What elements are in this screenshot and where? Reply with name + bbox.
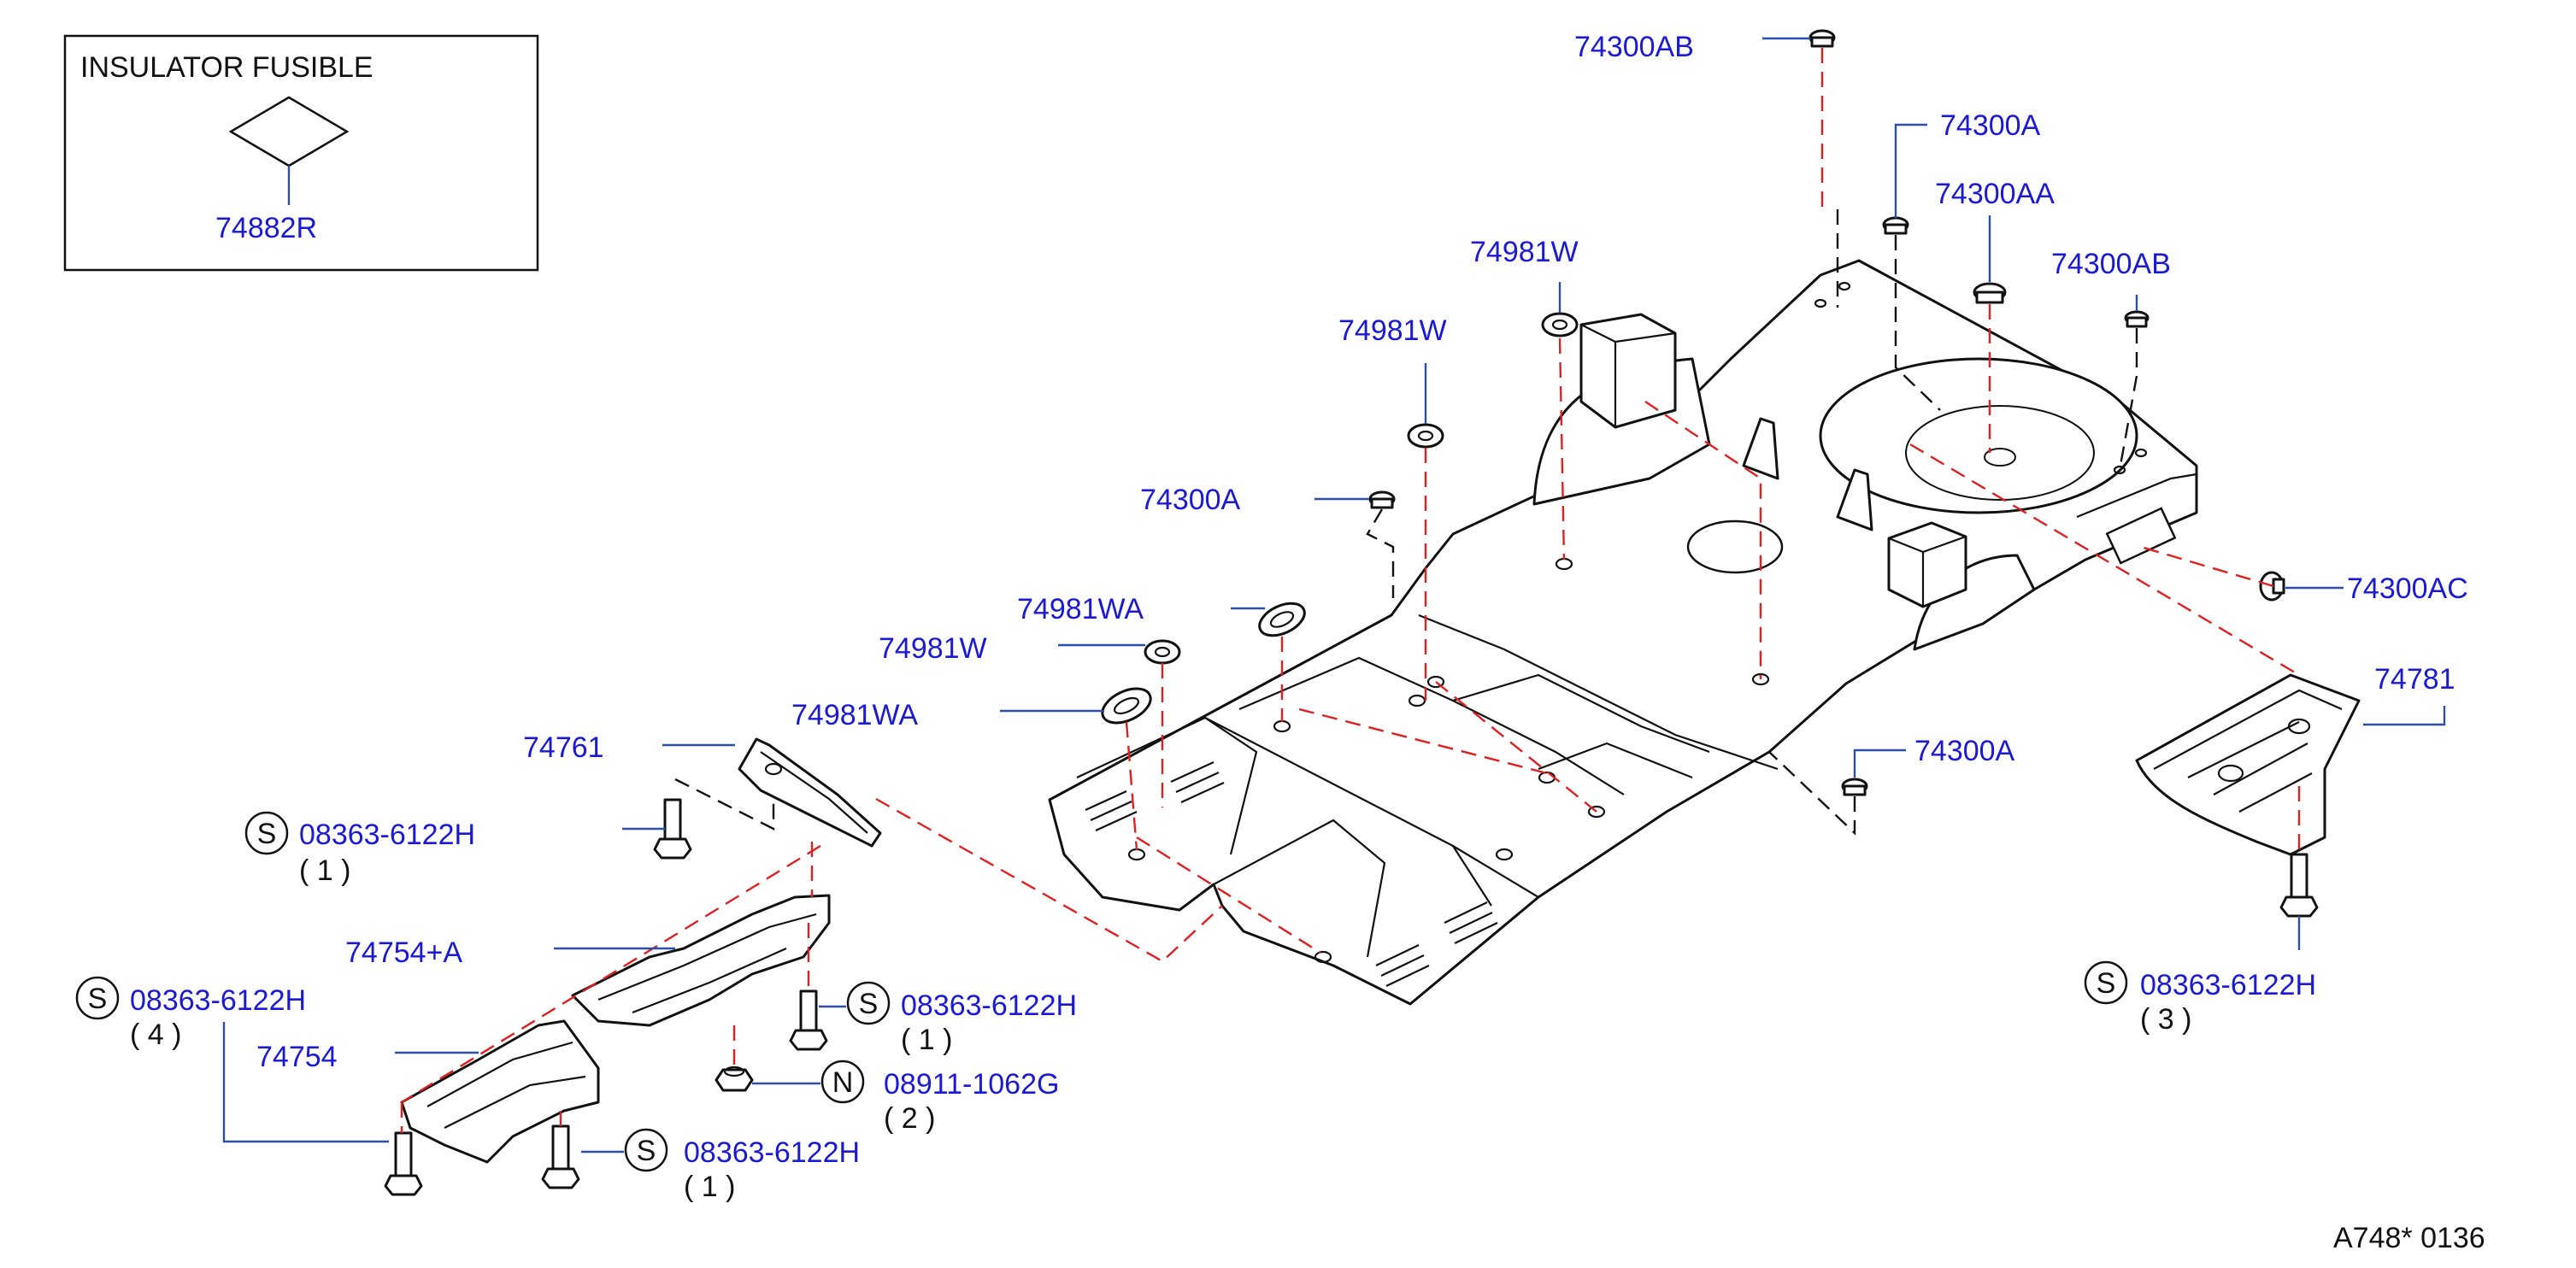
fastener-qty: ( 1 ) bbox=[901, 1024, 952, 1056]
wheel-house-left bbox=[1532, 313, 1711, 506]
fastener-prefix: S bbox=[637, 1135, 656, 1167]
insulator-fusible-inset: INSULATOR FUSIBLE 74882R bbox=[63, 34, 539, 272]
fastener-qty: ( 1 ) bbox=[684, 1171, 735, 1203]
fastener-prefix: S bbox=[859, 988, 879, 1020]
fastener-qty: ( 1 ) bbox=[299, 854, 350, 887]
inset-title: INSULATOR FUSIBLE bbox=[80, 51, 373, 84]
fastener-prefix: S bbox=[88, 983, 108, 1015]
wheel-house-right bbox=[1887, 521, 2036, 651]
plug-74300a-mid-icon bbox=[1368, 490, 1396, 509]
bolt-f3 bbox=[789, 989, 828, 1051]
alignment-lines-red bbox=[400, 48, 2301, 1133]
plug-74300ab-top-icon bbox=[1808, 29, 1836, 48]
diagram-code: A748* 0136 bbox=[2333, 1222, 2485, 1254]
fastener-qty: ( 2 ) bbox=[884, 1102, 935, 1135]
bolt-f1 bbox=[653, 798, 692, 860]
fastener-callout-f3: S 08363-6122H ( 1 ) bbox=[846, 981, 1077, 1056]
bolt-f6 bbox=[2279, 853, 2319, 918]
fastener-callout-f5: S 08363-6122H ( 1 ) bbox=[624, 1128, 860, 1203]
insulator-74754 bbox=[400, 1019, 600, 1164]
label-74981w-c: 74981W bbox=[879, 632, 987, 665]
floor-grille-right bbox=[1375, 901, 1498, 987]
label-74300a-top: 74300A bbox=[1940, 109, 2041, 142]
leader-lines bbox=[222, 37, 2446, 1154]
label-74300a-low: 74300A bbox=[1914, 735, 2015, 767]
part-labels: 74300AB 74300A 74300AA 74300AB 74981W 74… bbox=[256, 31, 2468, 1073]
label-74300ab-right: 74300AB bbox=[2051, 248, 2171, 280]
label-74981wa-a: 74981WA bbox=[1017, 593, 1144, 625]
label-74981w-b: 74981W bbox=[1338, 314, 1447, 347]
rear-floor-assembly bbox=[1048, 259, 2198, 1006]
floor-grille-left bbox=[1085, 761, 1225, 831]
plug-74300a-low-icon bbox=[1841, 778, 1868, 796]
fastener-prefix: S bbox=[257, 818, 277, 850]
alignment-lines-black bbox=[674, 209, 2138, 836]
insulator-74761 bbox=[738, 737, 882, 848]
fastener-prefix: S bbox=[2097, 967, 2116, 1000]
insulator-74781 bbox=[2135, 673, 2361, 856]
plug-74300ab-right-icon bbox=[2124, 310, 2150, 328]
fastener-part: 08363-6122H bbox=[130, 984, 306, 1017]
fastener-callout-f6: S 08363-6122H ( 3 ) bbox=[2084, 960, 2316, 1036]
plug-74300aa-icon bbox=[1973, 282, 2007, 304]
fastener-part: 08363-6122H bbox=[299, 819, 475, 851]
fastener-qty: ( 4 ) bbox=[130, 1019, 181, 1051]
fastener-callout-f2: S 08363-6122H ( 4 ) bbox=[75, 976, 306, 1051]
plug-74300a-top-icon bbox=[1882, 216, 1909, 235]
fastener-part: 08363-6122H bbox=[684, 1136, 860, 1169]
grommet-74981w-a-icon bbox=[1541, 312, 1579, 338]
grommet-74981wa-a-icon bbox=[1258, 602, 1306, 637]
nut-f4 bbox=[715, 1065, 754, 1092]
label-74300aa: 74300AA bbox=[1935, 178, 2055, 210]
grommet-74981w-b-icon bbox=[1407, 423, 1444, 449]
plugs-and-grommets bbox=[1101, 29, 2285, 796]
inset-part-label: 74882R bbox=[215, 212, 317, 244]
label-74761: 74761 bbox=[523, 731, 604, 764]
insulator-74754-plus-a bbox=[571, 894, 831, 1027]
label-74981w-a: 74981W bbox=[1470, 236, 1579, 268]
bolt-f2 bbox=[384, 1131, 423, 1196]
spare-tire-well bbox=[1819, 357, 2138, 514]
grommet-74981w-c-icon bbox=[1144, 639, 1181, 665]
fastener-prefix: N bbox=[832, 1066, 854, 1099]
label-74981wa-b: 74981WA bbox=[791, 699, 918, 731]
bolt-f5 bbox=[541, 1124, 580, 1189]
label-74300ab-top: 74300AB bbox=[1574, 31, 1694, 63]
label-74754-plus-a: 74754+A bbox=[345, 936, 462, 969]
label-74300a-mid: 74300A bbox=[1140, 484, 1241, 516]
fastener-part: 08911-1062G bbox=[884, 1068, 1059, 1101]
fastener-qty: ( 3 ) bbox=[2140, 1003, 2191, 1036]
fastener-callout-f4: N 08911-1062G ( 2 ) bbox=[820, 1060, 1059, 1135]
fastener-part: 08363-6122H bbox=[2140, 969, 2316, 1001]
fastener-part: 08363-6122H bbox=[901, 989, 1077, 1022]
fastener-callout-f1: S 08363-6122H ( 1 ) bbox=[244, 811, 475, 887]
grommet-74981wa-b-icon bbox=[1101, 687, 1152, 725]
label-74781: 74781 bbox=[2374, 663, 2455, 696]
label-74754: 74754 bbox=[256, 1041, 338, 1073]
label-74300ac: 74300AC bbox=[2347, 572, 2468, 605]
